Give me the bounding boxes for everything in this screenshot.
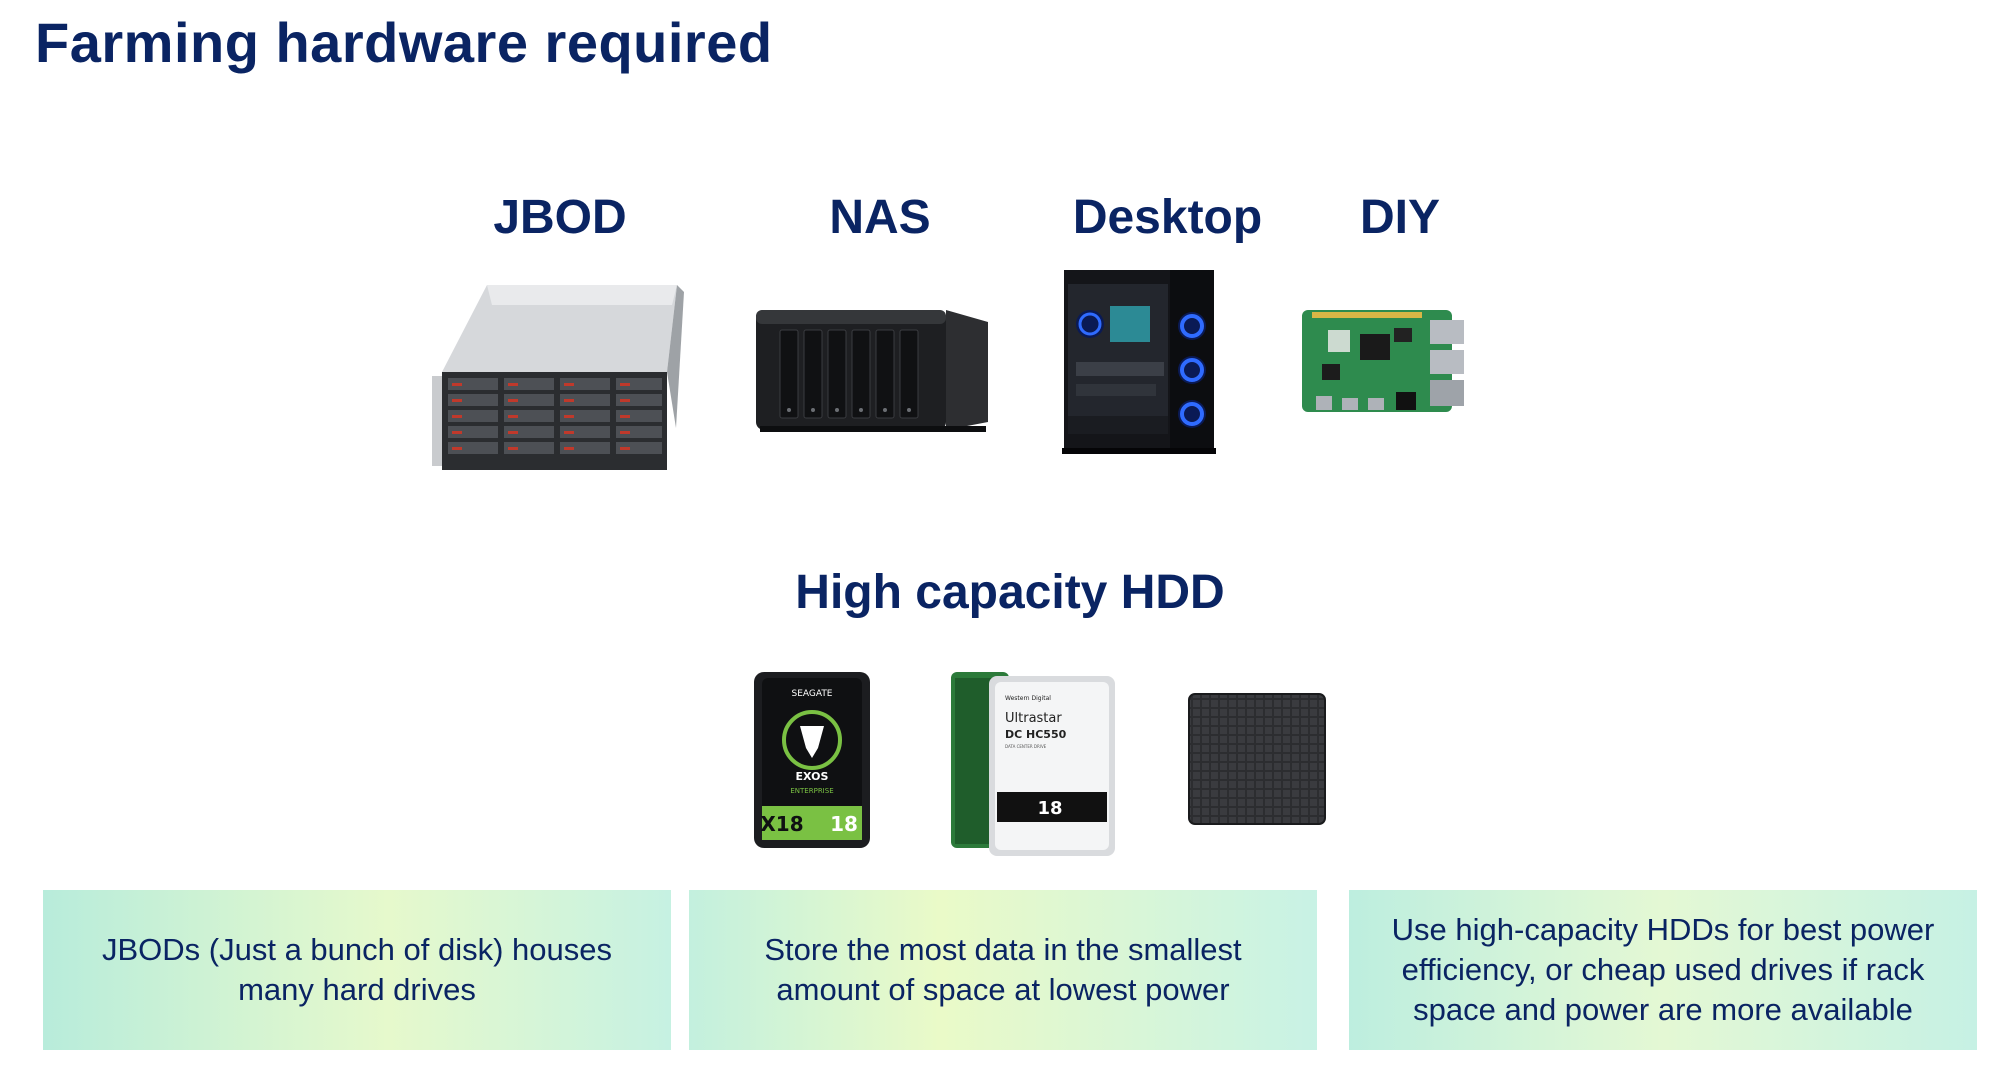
exos-sub-text: ENTERPRISE [790, 787, 833, 795]
nas-device-icon [756, 310, 988, 432]
external-hdd-icon [1188, 693, 1326, 825]
jbod-label: JBOD [493, 191, 627, 244]
drive-choice-card: Use high-capacity HDDs for best power ef… [1349, 890, 1977, 1050]
seagate-brand-text: SEAGATE [791, 689, 832, 699]
exos-capacity-text: 18 [830, 812, 858, 836]
wd-brand-text: Western Digital [1005, 695, 1051, 702]
jbod-server-icon [432, 285, 684, 470]
wd-ultrastar-hdd-icon: Western Digital Ultrastar DC HC550 DATA … [951, 672, 1115, 856]
page-title: Farming hardware required [35, 11, 773, 74]
wd-model-text: Ultrastar [1005, 711, 1062, 726]
exos-model-text: EXOS [796, 770, 829, 783]
diy-label: DIY [1359, 191, 1440, 244]
hdd-description-card: Store the most data in the smallest amou… [689, 890, 1317, 1050]
seagate-exos-hdd-icon: SEAGATE EXOS ENTERPRISE X18 18 [754, 672, 870, 848]
jbod-description-card: JBODs (Just a bunch of disk) houses many… [43, 890, 671, 1050]
hdd-heading: High capacity HDD [795, 566, 1225, 619]
exos-series-text: X18 [760, 812, 803, 836]
raspberry-pi-board-icon [1302, 310, 1464, 412]
wd-series-text: DC HC550 [1005, 728, 1067, 741]
desktop-tower-icon [1062, 270, 1216, 454]
wd-capacity-text: 18 [1037, 798, 1062, 819]
nas-label: NAS [829, 191, 931, 244]
desktop-label: Desktop [1072, 191, 1263, 244]
wd-sub-text: DATA CENTER DRIVE [1005, 744, 1047, 749]
